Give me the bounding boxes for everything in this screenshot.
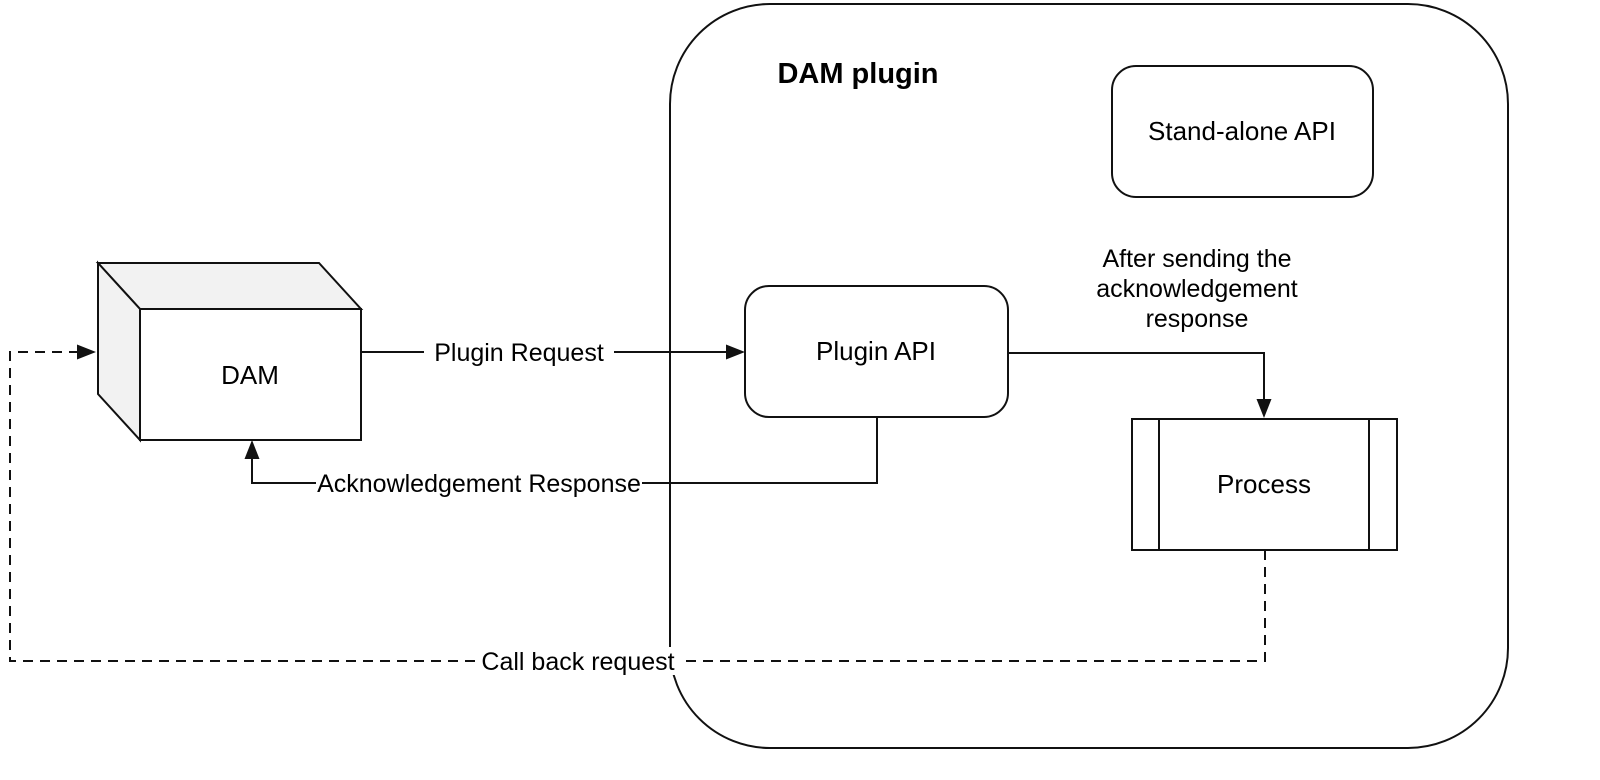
dam-plugin-container-label: DAM plugin <box>777 58 938 90</box>
dam-node: DAM <box>95 260 364 443</box>
plugin-request-label-bg <box>424 338 614 366</box>
plugin-api-label: Plugin API <box>816 336 936 366</box>
standalone-api-label: Stand-alone API <box>1148 116 1336 146</box>
after-acknowledgement-label-line3: response <box>1146 305 1249 333</box>
after-acknowledgement-label-line1: After sending the <box>1102 245 1291 273</box>
after-acknowledgement-label-line2: acknowledgement <box>1096 275 1298 303</box>
edge-acknowledgement-response: Acknowledgement Response <box>244 417 878 498</box>
standalone-api-node: Stand-alone API <box>1111 65 1374 198</box>
process-label: Process <box>1217 469 1311 499</box>
after-acknowledgement-line <box>1008 352 1265 401</box>
dam-cube-front-face <box>139 308 362 441</box>
callback-request-label: Call back request <box>481 648 674 676</box>
acknowledgement-response-label: Acknowledgement Response <box>317 470 641 498</box>
edge-after-acknowledgement: After sending the acknowledgement respon… <box>1008 245 1298 418</box>
edge-plugin-request: Plugin Request <box>361 338 745 367</box>
plugin-api-node: Plugin API <box>744 285 1009 418</box>
acknowledgement-response-label-bg <box>316 469 642 497</box>
plugin-request-label: Plugin Request <box>434 339 604 367</box>
standalone-api-shape <box>1111 65 1374 198</box>
dam-label: DAM <box>221 360 279 390</box>
plugin-request-arrowhead <box>726 344 745 360</box>
after-acknowledgement-arrowhead <box>1256 399 1272 418</box>
callback-request-line <box>9 351 1266 662</box>
edge-callback-request: Call back request <box>9 344 1266 676</box>
acknowledgement-response-arrowhead <box>244 440 260 459</box>
process-node: Process <box>1131 418 1398 551</box>
process-shape <box>1131 418 1398 551</box>
callback-request-arrowhead <box>77 344 96 360</box>
callback-request-label-bg <box>477 647 679 675</box>
dam-cube-top-face <box>95 262 364 310</box>
